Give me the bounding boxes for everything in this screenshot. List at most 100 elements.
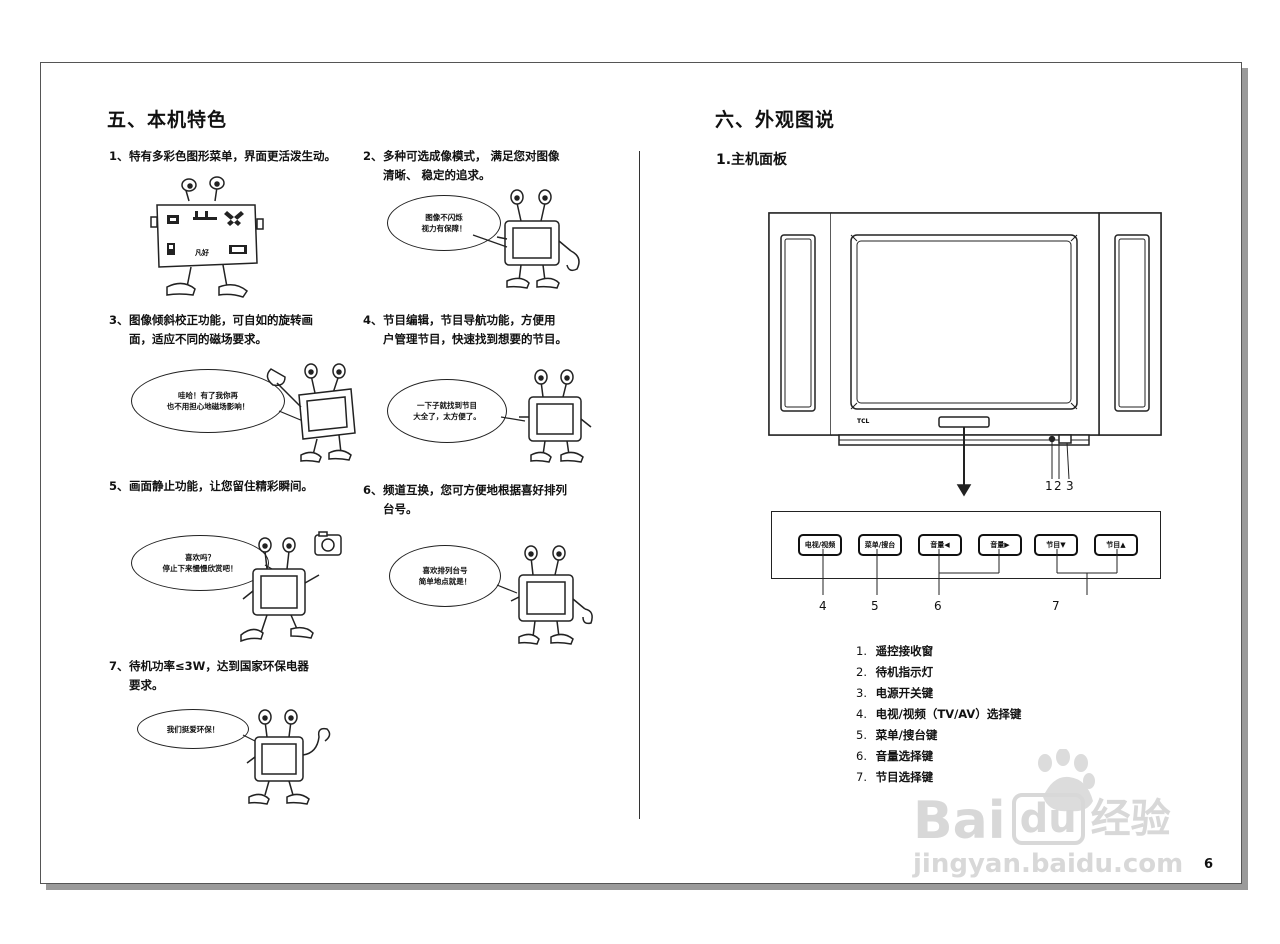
legend-item: 6. 音量选择键 xyxy=(856,746,1021,767)
tv-av-button[interactable]: 电视/视频 xyxy=(798,534,842,556)
feature-number: 7、 xyxy=(109,659,129,673)
channel-down-button[interactable]: 节目▼ xyxy=(1034,534,1078,556)
legend-item: 7. 节目选择键 xyxy=(856,767,1021,788)
watermark-du: du xyxy=(1011,793,1085,845)
feature-7: 7、待机功率≤3W，达到国家环保电器 要求。 xyxy=(109,657,369,695)
legend-text: 电源开关键 xyxy=(875,686,934,700)
feature-text: 面，适应不同的磁场要求。 xyxy=(129,332,267,346)
feature-text: 清晰、 稳定的追求。 xyxy=(383,168,491,182)
bubble-line: 喜欢排列台号 xyxy=(422,566,468,575)
volume-down-button[interactable]: 音量◀ xyxy=(918,534,962,556)
main-panel-subtitle: 1.主机面板 xyxy=(716,152,788,168)
menu-card-label: 凡好 xyxy=(195,248,209,257)
bubble-line: 停止下来慢慢欣赏吧！ xyxy=(162,564,238,573)
button-leader-lines xyxy=(822,549,1118,595)
speech-bubble: 喜欢排列台号简单地点就是！ xyxy=(389,545,501,607)
tv-brand-logo: TCL xyxy=(857,418,869,425)
feature-1: 1、特有多彩色图形菜单，界面更活泼生动。 xyxy=(109,147,369,166)
tv-cartoon xyxy=(266,363,356,463)
tv-cartoon xyxy=(510,545,593,645)
feature-3: 3、图像倾斜校正功能，可自如的旋转画 面，适应不同的磁场要求。 xyxy=(109,311,369,349)
legend-item: 2. 待机指示灯 xyxy=(856,662,1021,683)
feature-text: 频道互换，您可方便地根据喜好排列 xyxy=(383,483,567,497)
bubble-line: 我们挺爱环保！ xyxy=(166,724,220,734)
feature-text: 节目编辑，节目导航功能，方便用 xyxy=(383,313,556,327)
callout-7: 7 xyxy=(1052,599,1060,613)
parts-legend: 1. 遥控接收窗 2. 待机指示灯 3. 电源开关键 4. 电视/视频（TV/A… xyxy=(856,641,1021,788)
legend-number: 4. xyxy=(856,707,867,721)
page-number: 6 xyxy=(1204,857,1214,872)
feature-text: 要求。 xyxy=(129,678,164,692)
bubble-line: 简单地点就是！ xyxy=(418,577,472,586)
camera-tv-cartoon xyxy=(240,531,342,643)
bubble-line: 大全了，太方便了。 xyxy=(413,412,481,421)
speech-bubble: 我们挺爱环保！ xyxy=(137,709,249,749)
speech-bubble: 哇哈！有了我你再也不用担心地磁场影响！ xyxy=(131,369,285,433)
callout-4: 4 xyxy=(819,599,827,613)
speech-bubble: 图像不闪烁视力有保障！ xyxy=(387,195,501,251)
feature-6: 6、频道互换，您可方便地根据喜好排列 台号。 xyxy=(363,481,603,519)
callout-1: 1 xyxy=(1045,479,1053,493)
legend-item: 4. 电视/视频（TV/AV）选择键 xyxy=(856,704,1021,725)
legend-text: 菜单/搜台键 xyxy=(875,728,938,742)
bubble-line: 哇哈！有了我你再 xyxy=(178,391,238,400)
feature-number: 4、 xyxy=(363,313,383,327)
feature-4: 4、节目编辑，节目导航功能，方便用 户管理节目，快速找到想要的节目。 xyxy=(363,311,603,349)
watermark-bai: Bai xyxy=(913,791,1006,851)
feature-2: 2、多种可选成像模式， 满足您对图像 清晰、 稳定的追求。 xyxy=(363,147,603,185)
feature-text: 多种可选成像模式， 满足您对图像 xyxy=(383,149,560,163)
callout-5: 5 xyxy=(871,599,879,613)
menu-card-cartoon: 凡好 xyxy=(150,176,264,298)
legend-number: 7. xyxy=(856,770,867,784)
feature-text: 台号。 xyxy=(383,502,418,516)
legend-text: 节目选择键 xyxy=(875,770,934,784)
tv-cartoon xyxy=(496,189,580,289)
bubble-line: 图像不闪烁 xyxy=(425,213,463,222)
legend-number: 3. xyxy=(856,686,867,700)
bubble-tail xyxy=(496,584,518,594)
legend-text: 电视/视频（TV/AV）选择键 xyxy=(875,707,1022,721)
feature-text: 户管理节目，快速找到想要的节目。 xyxy=(383,332,567,346)
legend-text: 音量选择键 xyxy=(875,749,934,763)
bubble-tail xyxy=(472,234,508,248)
feature-number: 1、 xyxy=(109,149,129,163)
speech-bubble: 一下子就找到节目大全了，太方便了。 xyxy=(387,379,507,443)
callout-6: 6 xyxy=(934,599,942,613)
tv-front-diagram: TCL xyxy=(768,212,1162,497)
legend-number: 1. xyxy=(856,644,867,658)
menu-search-button[interactable]: 菜单/搜台 xyxy=(858,534,902,556)
legend-text: 待机指示灯 xyxy=(875,665,934,679)
feature-number: 3、 xyxy=(109,313,129,327)
feature-text: 图像倾斜校正功能，可自如的旋转画 xyxy=(129,313,313,327)
bubble-line: 视力有保障！ xyxy=(421,224,467,233)
features-title: 五、本机特色 xyxy=(107,109,228,131)
bubble-line: 一下子就找到节目 xyxy=(417,401,477,410)
legend-item: 3. 电源开关键 xyxy=(856,683,1021,704)
manual-page: 五、本机特色 1、特有多彩色图形菜单，界面更活泼生动。 2、多种可选成像模式， … xyxy=(40,62,1242,884)
bubble-tail xyxy=(500,416,526,422)
tv-cartoon xyxy=(519,369,592,463)
callout-3: 3 xyxy=(1066,479,1074,493)
button-panel: 电视/视频 菜单/搜台 音量◀ 音量▶ 节目▼ 节目▲ xyxy=(771,511,1161,579)
feature-number: 5、 xyxy=(109,479,129,493)
strong-tv-cartoon xyxy=(246,709,331,805)
speech-bubble: 喜欢吗？ 停止下来慢慢欣赏吧！ xyxy=(131,535,269,591)
page-divider xyxy=(639,151,640,819)
bubble-line: 喜欢吗？ xyxy=(185,553,215,562)
legend-number: 2. xyxy=(856,665,867,679)
legend-number: 6. xyxy=(856,749,867,763)
appearance-title: 六、外观图说 xyxy=(715,109,836,131)
channel-up-button[interactable]: 节目▲ xyxy=(1094,534,1138,556)
volume-up-button[interactable]: 音量▶ xyxy=(978,534,1022,556)
feature-5: 5、画面静止功能，让您留住精彩瞬间。 xyxy=(109,477,369,496)
callout-2: 2 xyxy=(1054,479,1062,493)
feature-number: 6、 xyxy=(363,483,383,497)
watermark-url: jingyan.baidu.com xyxy=(913,849,1184,879)
legend-item: 1. 遥控接收窗 xyxy=(856,641,1021,662)
feature-text: 特有多彩色图形菜单，界面更活泼生动。 xyxy=(129,149,336,163)
watermark-cn: 经验 xyxy=(1090,796,1171,842)
legend-number: 5. xyxy=(856,728,867,742)
feature-number: 2、 xyxy=(363,149,383,163)
bubble-line: 也不用担心地磁场影响！ xyxy=(166,402,250,411)
